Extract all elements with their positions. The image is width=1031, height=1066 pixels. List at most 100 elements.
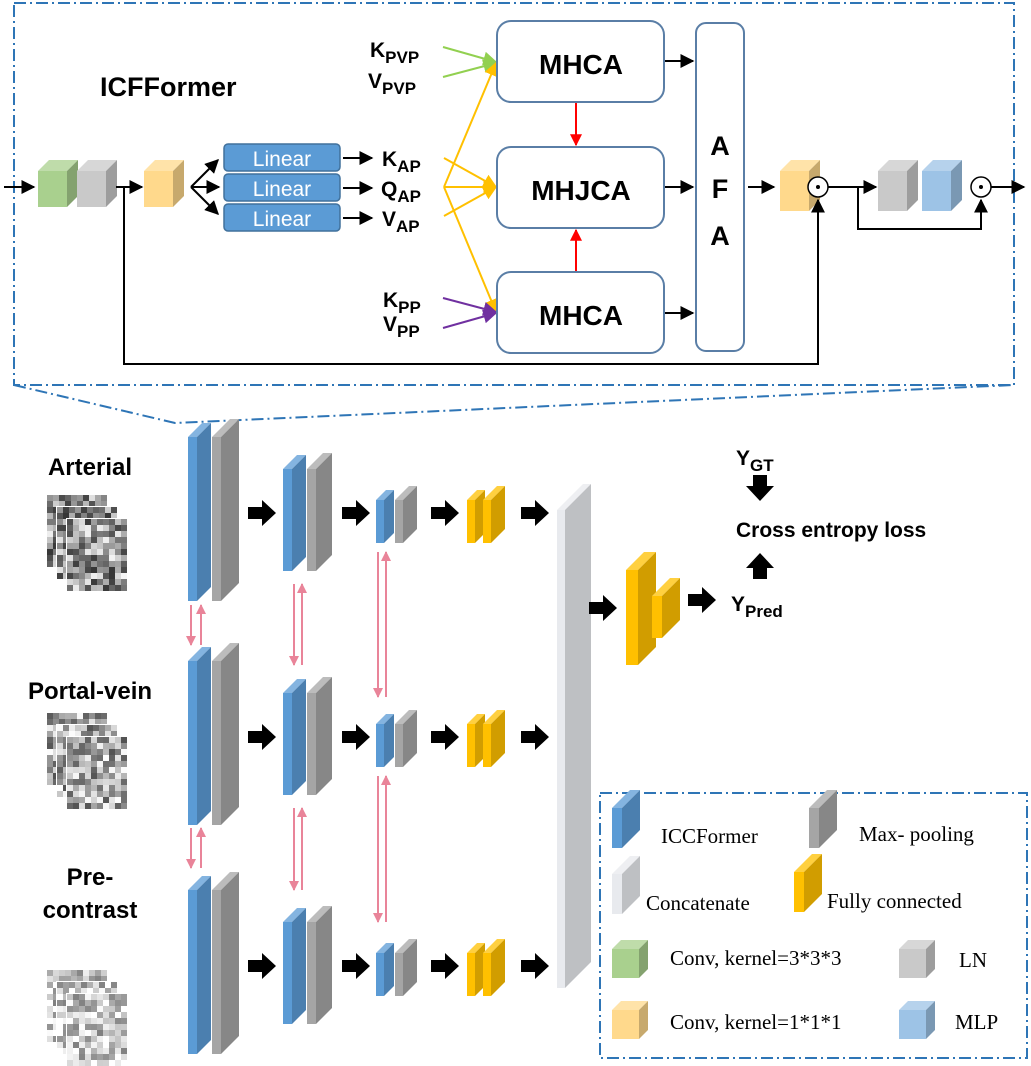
conv1-cube-icon [780, 160, 820, 211]
fc-block-icon [483, 710, 505, 767]
maxpool-block-icon [395, 486, 417, 543]
afa-block: A F A [695, 22, 745, 352]
mhjca-label: MHJCA [531, 175, 631, 206]
flow-arrow-icon [342, 500, 370, 526]
ct-image-stack [46, 969, 127, 1066]
phase-label: Pre- [67, 864, 114, 891]
v-pp-label: VPP [383, 313, 420, 341]
conv1-cube-icon [612, 1001, 648, 1039]
ln-cube-icon [77, 160, 117, 207]
cross-phase-arrows [186, 827, 206, 869]
legend-label: Max- pooling [859, 822, 974, 846]
icc-block-icon [188, 423, 211, 601]
afa-letter: A [710, 131, 730, 161]
residual-connection-mlp [857, 187, 988, 230]
ct-slice-image [66, 993, 127, 1066]
k-pvp-label: KPVP [370, 39, 419, 67]
flow-arrow-icon [342, 724, 370, 750]
legend-label: Conv, kernel=1*1*1 [670, 1010, 841, 1034]
maxpool-block-icon [212, 419, 239, 601]
maxpool-block-icon [395, 710, 417, 767]
fc-block-icon [467, 943, 485, 996]
v-pvp-label: VPVP [368, 70, 416, 98]
linear-label: Linear [253, 178, 311, 201]
legend-label: Concatenate [646, 891, 750, 915]
legend-label: LN [959, 948, 987, 972]
hadamard-product-icon [970, 176, 992, 198]
icc-block-icon [376, 943, 394, 996]
flow-arrow-icon [521, 953, 549, 979]
ln-cube-icon [878, 160, 918, 211]
maxpool-block-icon [307, 453, 332, 571]
zoom-connector-lines [13, 384, 1015, 425]
afa-letter: F [712, 174, 729, 204]
linear-output-arrows [343, 151, 374, 225]
linear-label: Linear [253, 148, 311, 171]
ct-slice-image [66, 736, 127, 809]
flow-arrow-icon [688, 587, 716, 613]
up-arrow-icon [746, 553, 774, 579]
icfformer-title: ICFFormer [100, 72, 237, 102]
conv3-cube-icon [38, 160, 78, 207]
q-ap-label: QAP [381, 178, 421, 206]
flow-arrow-icon [521, 724, 549, 750]
mlp-cube-icon [899, 1001, 935, 1039]
mlp-cube-icon [922, 160, 962, 211]
fc-block-icon [467, 490, 485, 543]
cross-phase-arrows [373, 551, 391, 698]
legend: ICCFormer Max- pooling Concatenate Fully… [599, 790, 1028, 1059]
cross-phase-arrows [289, 807, 307, 891]
ap-arrows [443, 61, 498, 314]
legend-label: Conv, kernel=3*3*3 [670, 946, 841, 970]
phase-label: Portal-vein [28, 678, 152, 705]
phase-branch [188, 643, 549, 825]
fc-block-icon [794, 854, 822, 912]
icc-block-icon [188, 647, 211, 825]
ct-image-stack [46, 494, 127, 591]
icc-block-icon [188, 876, 211, 1054]
y-gt-label: YGT [736, 447, 774, 475]
icc-block-icon [283, 455, 306, 571]
flow-arrow-icon [431, 724, 459, 750]
maxpool-block-icon [212, 643, 239, 825]
linear-box: Linear [223, 173, 341, 202]
icfformer-frame [13, 2, 1015, 425]
ct-image-stack [46, 712, 127, 809]
fc-block-icon [483, 939, 505, 996]
concat-block-icon [557, 484, 591, 988]
mhca-label: MHCA [539, 49, 623, 80]
linear-box: Linear [223, 143, 341, 172]
maxpool-block-icon [307, 677, 332, 795]
mhca-pvp-block: MHCA [496, 20, 665, 103]
phase-label: contrast [43, 897, 138, 924]
afa-letter: A [710, 221, 730, 251]
linear-box: Linear [223, 203, 341, 232]
v-ap-label: VAP [382, 208, 420, 236]
loss-label: Cross entropy loss [736, 519, 926, 542]
flow-arrow-icon [521, 500, 549, 526]
mhca-pp-block: MHCA [496, 271, 665, 354]
fc-block-icon [467, 714, 485, 767]
icc-block-icon [283, 679, 306, 795]
flow-arrow-icon [248, 953, 276, 979]
maxpool-block-icon [395, 939, 417, 996]
fanout-arrows [190, 159, 221, 215]
flow-arrow-icon [431, 953, 459, 979]
linear-label: Linear [253, 208, 311, 231]
ct-slice-image [66, 518, 127, 591]
hadamard-product-icon [807, 176, 829, 198]
k-pp-label: KPP [383, 289, 421, 317]
fc-block-icon [652, 578, 680, 638]
cross-phase-arrows [186, 604, 206, 646]
conv1-cube-icon [144, 160, 184, 207]
cross-phase-arrows [289, 583, 307, 666]
flow-arrow-icon [431, 500, 459, 526]
maxpool-block-icon [212, 872, 239, 1054]
legend-label: Fully connected [827, 889, 962, 913]
pvp-arrows [442, 46, 498, 78]
flow-arrow-icon [589, 595, 617, 621]
down-arrow-icon [746, 475, 774, 501]
concat-block-icon [612, 856, 640, 914]
flow-arrow-icon [248, 724, 276, 750]
icc-block-icon [283, 908, 306, 1024]
